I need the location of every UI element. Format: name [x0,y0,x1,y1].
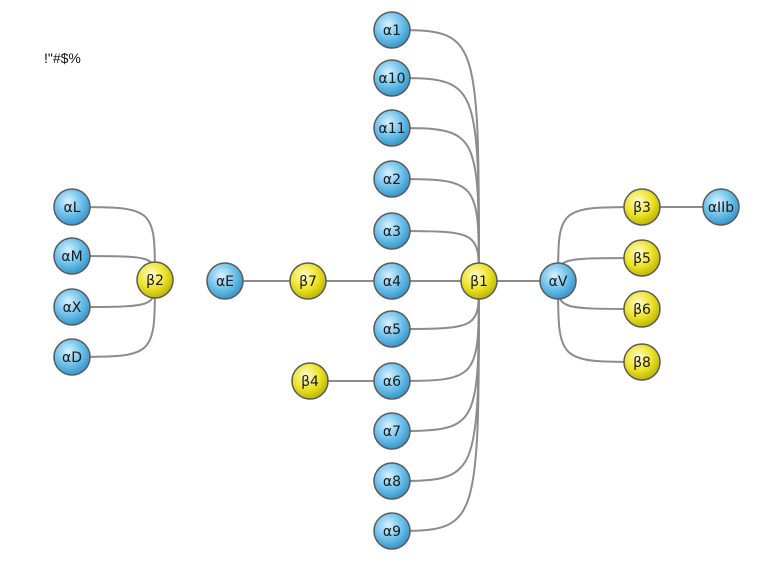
node-b4: β4 [291,362,329,400]
node-a3-label: α3 [383,224,401,240]
node-a4: α4 [373,262,411,300]
node-a2-circle [373,160,411,198]
node-a3-circle [373,212,411,250]
node-b7-label: β7 [299,274,317,290]
node-a7-circle [373,412,411,450]
node-aX-label: αX [63,300,82,316]
node-aL-circle [53,188,91,226]
node-aE-circle [206,262,244,300]
node-b1-label: β1 [470,274,488,290]
node-a9-label: α9 [383,524,401,540]
node-b2-label: β2 [146,273,164,289]
node-a3: α3 [373,212,411,250]
node-a6-circle [373,362,411,400]
node-a8-circle [373,462,411,500]
node-a5: α5 [373,310,411,348]
node-a11: α11 [373,109,411,147]
node-a4-circle [373,262,411,300]
edge-a7-b1 [391,280,480,432]
node-b1-circle [460,262,498,300]
node-aM: αM [53,237,91,275]
node-b3: β3 [623,188,661,226]
node-b1: β1 [460,262,498,300]
node-b8: β8 [623,343,661,381]
node-aL-label: αL [63,200,80,216]
node-b3-label: β3 [633,200,651,216]
node-a5-label: α5 [383,322,401,338]
caption-text: !"#$% [44,50,81,66]
node-a6-label: α6 [383,374,401,390]
node-aD-label: αD [62,350,82,366]
node-a8: α8 [373,462,411,500]
node-aL: αL [53,188,91,226]
node-b6-label: β6 [633,302,651,318]
node-aE-label: αE [216,274,234,290]
node-a4-label: α4 [383,274,401,290]
edge-a2-b1 [391,178,480,282]
node-a9: α9 [373,512,411,550]
edge-aL-b2 [71,206,156,281]
node-a6: α6 [373,362,411,400]
node-a7-label: α7 [383,424,401,440]
node-a10: α10 [373,59,411,97]
node-a8-label: α8 [383,474,401,490]
node-aV-circle [539,262,577,300]
node-a11-circle [373,109,411,147]
node-b3-circle [623,188,661,226]
node-a7: α7 [373,412,411,450]
node-b8-circle [623,343,661,381]
node-a11-label: α11 [378,121,405,137]
node-a10-label: α10 [378,71,405,87]
node-aD: αD [53,338,91,376]
edge-a11-b1 [391,127,480,282]
node-a2: α2 [373,160,411,198]
node-b5-circle [623,239,661,277]
node-aM-label: αM [61,249,82,265]
node-layer: αL αM αX αD β2 αE β7 β4 α1 α10 α11 α2 α3 α4 α5 α6 α7 α8 α9… [53,11,740,550]
node-aX-circle [53,288,91,326]
node-a1-circle [373,11,411,49]
node-aV: αV [539,262,577,300]
node-b7: β7 [289,262,327,300]
node-a1: α1 [373,11,411,49]
node-b6-circle [623,290,661,328]
node-b5-label: β5 [633,251,651,267]
node-b2: β2 [136,261,174,299]
node-aV-label: αV [549,274,568,290]
node-aIIb-circle [702,188,740,226]
node-b6: β6 [623,290,661,328]
node-a5-circle [373,310,411,348]
node-a10-circle [373,59,411,97]
node-b8-label: β8 [633,355,651,371]
edge-aD-b2 [71,279,156,358]
node-a9-circle [373,512,411,550]
node-b2-circle [136,261,174,299]
edge-aV-b3 [557,206,643,282]
node-aE: αE [206,262,244,300]
node-a1-label: α1 [383,23,401,39]
node-b5: β5 [623,239,661,277]
node-aD-circle [53,338,91,376]
edge-a9-b1 [391,280,480,532]
node-aIIb: αIIb [702,188,740,226]
node-aM-circle [53,237,91,275]
node-a2-label: α2 [383,172,401,188]
node-b4-label: β4 [301,374,319,390]
node-b7-circle [289,262,327,300]
node-aX: αX [53,288,91,326]
edge-aV-b8 [557,280,643,363]
node-b4-circle [291,362,329,400]
node-aIIb-label: αIIb [708,200,734,216]
